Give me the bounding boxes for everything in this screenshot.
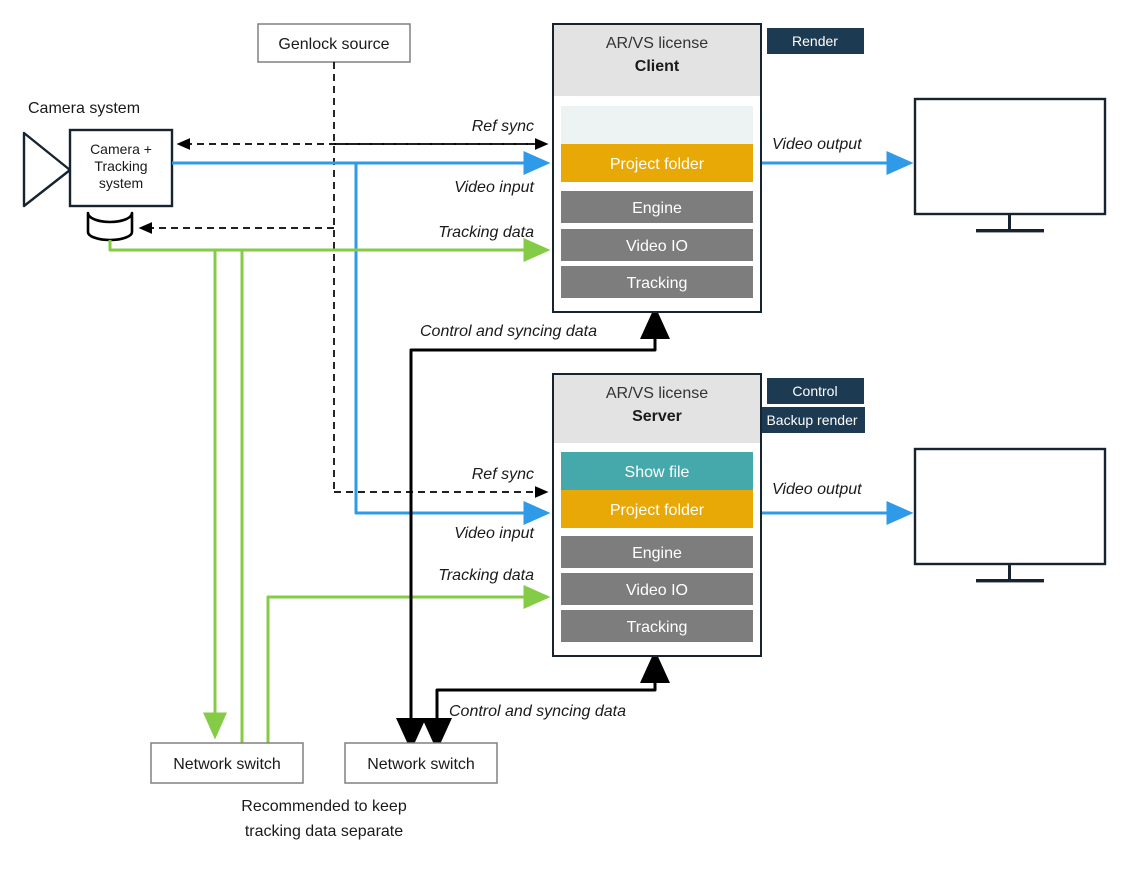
monitor-server: [913, 447, 1107, 583]
server-header-line2: Server: [632, 408, 682, 425]
server-bar-video-io: [561, 573, 753, 605]
ref-sync-dashed-network: [138, 62, 549, 498]
server-badge-control-label: Control: [792, 383, 837, 399]
camera-body-box: [68, 128, 174, 208]
tracking-data-client-line: [108, 238, 551, 262]
server-block[interactable]: Control Backup render AR/VS license Serv…: [552, 373, 865, 657]
server-bar-0-label: Show file: [625, 464, 690, 481]
label-ref-sync-server: Ref sync: [472, 466, 534, 483]
client-header: [554, 25, 760, 96]
server-bar-project-folder: [561, 490, 753, 528]
camera-label-line3: system: [99, 175, 143, 191]
server-bar-2-label: Engine: [632, 545, 682, 562]
server-bar-3-label: Video IO: [626, 582, 688, 599]
server-bar-4-label: Tracking: [627, 619, 688, 636]
network-switch-control-label: Network switch: [367, 756, 475, 773]
caption-line1: Recommended to keep: [241, 798, 407, 815]
video-signal-paths: [172, 151, 914, 525]
server-badge-backup-render-label: Backup render: [766, 412, 857, 428]
server-bar-engine: [561, 536, 753, 568]
client-badge-render-label: Render: [792, 33, 838, 49]
client-bar-4-label: Tracking: [627, 275, 688, 292]
server-badge-control: [767, 378, 864, 404]
label-tracking-data-server: Tracking data: [438, 567, 534, 584]
network-switch-control[interactable]: Network switch: [344, 742, 498, 784]
label-tracking-data-client: Tracking data: [438, 224, 534, 241]
control-sync-server-line: [435, 650, 670, 745]
server-badge-backup-render: [760, 407, 865, 433]
client-header-line2: Client: [635, 58, 680, 75]
client-bar-tracking: [561, 266, 753, 298]
tracking-data-server-line: [266, 585, 551, 745]
client-bar-1-label: Project folder: [610, 156, 705, 173]
tracking-data-paths: [108, 238, 551, 745]
label-video-input-server: Video input: [454, 525, 534, 542]
label-control-sync-server: Control and syncing data: [449, 703, 626, 720]
camera-body-cone: [22, 131, 72, 208]
genlock-source-group: Genlock source: [257, 23, 411, 63]
server-bar-tracking: [561, 610, 753, 642]
label-video-output-server: Video output: [772, 481, 862, 498]
client-header-line1: AR/VS license: [606, 35, 708, 52]
client-badge-render: [767, 28, 864, 54]
tracking-puck-icon: [86, 211, 134, 242]
server-bar-1-label: Project folder: [610, 502, 705, 519]
video-input-server-line: [354, 163, 551, 525]
genlock-source-box: [257, 23, 411, 63]
client-bar-3-label: Video IO: [626, 238, 688, 255]
client-bar-video-io: [561, 229, 753, 261]
camera-system-title: Camera system: [28, 100, 140, 117]
server-header: [554, 375, 760, 443]
camera-label-line2: Tracking: [94, 158, 147, 174]
server-bar-show-file: [561, 452, 753, 490]
control-sync-paths: [396, 306, 670, 751]
label-control-sync-client: Control and syncing data: [420, 323, 597, 340]
label-ref-sync-client: Ref sync: [472, 118, 534, 135]
caption-line2: tracking data separate: [245, 823, 403, 840]
network-switch-tracking[interactable]: Network switch: [150, 742, 304, 784]
camera-system-group: Camera system Camera + Tracking system: [22, 100, 174, 242]
camera-label-line1: Camera +: [90, 141, 152, 157]
server-header-line1: AR/VS license: [606, 385, 708, 402]
network-switch-tracking-label: Network switch: [173, 756, 281, 773]
label-video-output-client: Video output: [772, 136, 862, 153]
client-bar-show-file-slot-empty: [561, 106, 753, 144]
client-bar-2-label: Engine: [632, 200, 682, 217]
monitor-client: [913, 97, 1107, 233]
client-block[interactable]: Render AR/VS license Client Project fold…: [552, 23, 864, 313]
genlock-source-label: Genlock source: [278, 36, 389, 53]
client-bar-project-folder: [561, 144, 753, 182]
client-bar-engine: [561, 191, 753, 223]
label-video-input-client: Video input: [454, 179, 534, 196]
